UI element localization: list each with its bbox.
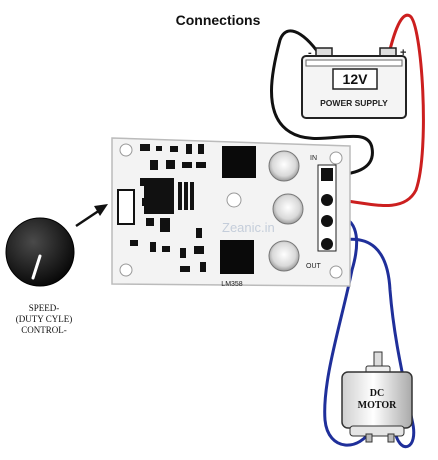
terminal-block [317,164,337,252]
mounting-hole [119,143,133,157]
capacitor [272,193,304,225]
in-label: IN [310,155,317,162]
motor-label-line1: DC [370,388,384,399]
battery-plus-sign: + [400,47,406,59]
mounting-hole [329,151,343,165]
mounting-hole [329,265,343,279]
chip-text: LM358 [221,281,243,288]
mounting-hole [226,192,242,208]
watermark: Zeanic.in [222,220,275,235]
mosfet-top [222,146,256,178]
battery-label: POWER SUPPLY [320,98,388,108]
positive-wire [339,13,425,207]
knob-label-line2: (DUTY CYLE) [16,314,72,324]
ic-pins [178,182,194,210]
power-supply: - + 12V POWER SUPPLY [301,47,407,119]
speed-knob [5,217,75,287]
terminal-out-1 [321,215,333,227]
motor-wire-1 [323,215,374,447]
battery-minus-sign: - [308,47,312,59]
arrow-icon [75,204,108,228]
knob-label-line3: CONTROL- [21,325,67,335]
dc-motor [341,351,413,443]
pwm-board: IN OUT LM358 Zeanic.in [111,137,351,288]
capacitor [268,150,300,182]
controller-ic [144,178,174,214]
motor-wire-2 [329,237,416,449]
knob-label-line1: SPEED- [29,303,60,313]
terminal-out-2 [321,238,333,250]
mosfet-bottom [220,240,254,274]
capacitor [268,240,300,272]
battery-voltage: 12V [343,71,369,87]
knob-indicator [31,254,42,280]
negative-wire [270,29,374,177]
terminal-in-neg [321,168,333,181]
out-label: OUT [306,263,322,270]
mounting-hole [119,263,133,277]
diagram-title: Connections [176,12,261,28]
motor-label-line2: MOTOR [358,400,397,411]
pot-connector [117,189,135,225]
terminal-in-pos [321,194,333,206]
